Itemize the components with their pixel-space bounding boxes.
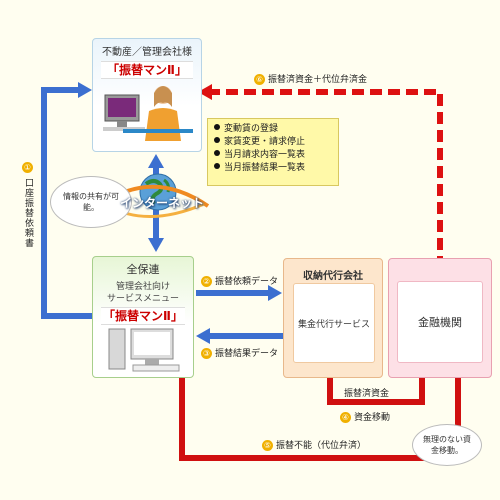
arrow-step6-head xyxy=(198,84,212,100)
financial-institution-label: 金融機関 xyxy=(397,281,483,363)
arrow-step6 xyxy=(212,89,443,286)
feature-list: 変動賃の登録 家賃変更・請求停止 当月請求内容一覧表 当月振替結果一覧表 xyxy=(207,118,339,186)
client-box: 不動産／管理会社様 「振替マンⅡ」 xyxy=(92,38,202,152)
zenhoren-subtitle: 管理会社向け サービスメニュー xyxy=(106,282,179,304)
arrow-step1-head xyxy=(78,82,92,98)
zenhoren-title: 全保連 xyxy=(126,263,160,276)
info-share-cloud: 情報の共有が可能。 xyxy=(50,176,132,228)
client-app-name: 「振替マンⅡ」 xyxy=(101,61,193,79)
transfer-funds-label: 振替済資金 xyxy=(344,389,390,399)
arrow-step4 xyxy=(327,356,425,405)
internet-label: インターネット xyxy=(120,196,205,210)
collection-agent-title: 収納代行会社 xyxy=(303,271,363,282)
arrow-internet-down xyxy=(148,238,164,252)
financial-institution-box: 金融機関 xyxy=(388,258,492,378)
arrow-step2-head xyxy=(268,285,282,301)
zenhoren-app-name: 「振替マンⅡ」 xyxy=(101,307,185,325)
desktop-computer-icon xyxy=(108,328,180,372)
arrow-step1 xyxy=(41,87,92,319)
client-title: 不動産／管理会社様 xyxy=(102,47,192,58)
step1-label: ① 口座振替依頼書 xyxy=(22,162,33,248)
office-worker-icon xyxy=(103,86,193,141)
arrow-step3-head xyxy=(196,328,210,344)
collection-service: 集金代行サービス xyxy=(293,283,375,363)
feature-item: 家賃変更・請求停止 xyxy=(214,136,338,149)
zenhoren-box: 全保連 管理会社向け サービスメニュー 「振替マンⅡ」 xyxy=(92,256,194,378)
feature-item: 当月請求内容一覧表 xyxy=(214,149,338,162)
feature-item: 当月振替結果一覧表 xyxy=(214,162,338,175)
smooth-transfer-cloud: 無理のない資金移動。 xyxy=(412,424,482,466)
feature-item: 変動賃の登録 xyxy=(214,123,338,136)
arrow-step5 xyxy=(179,356,461,461)
collection-agent-box: 収納代行会社 集金代行サービス xyxy=(283,258,383,378)
arrow-internet-up xyxy=(148,154,164,168)
